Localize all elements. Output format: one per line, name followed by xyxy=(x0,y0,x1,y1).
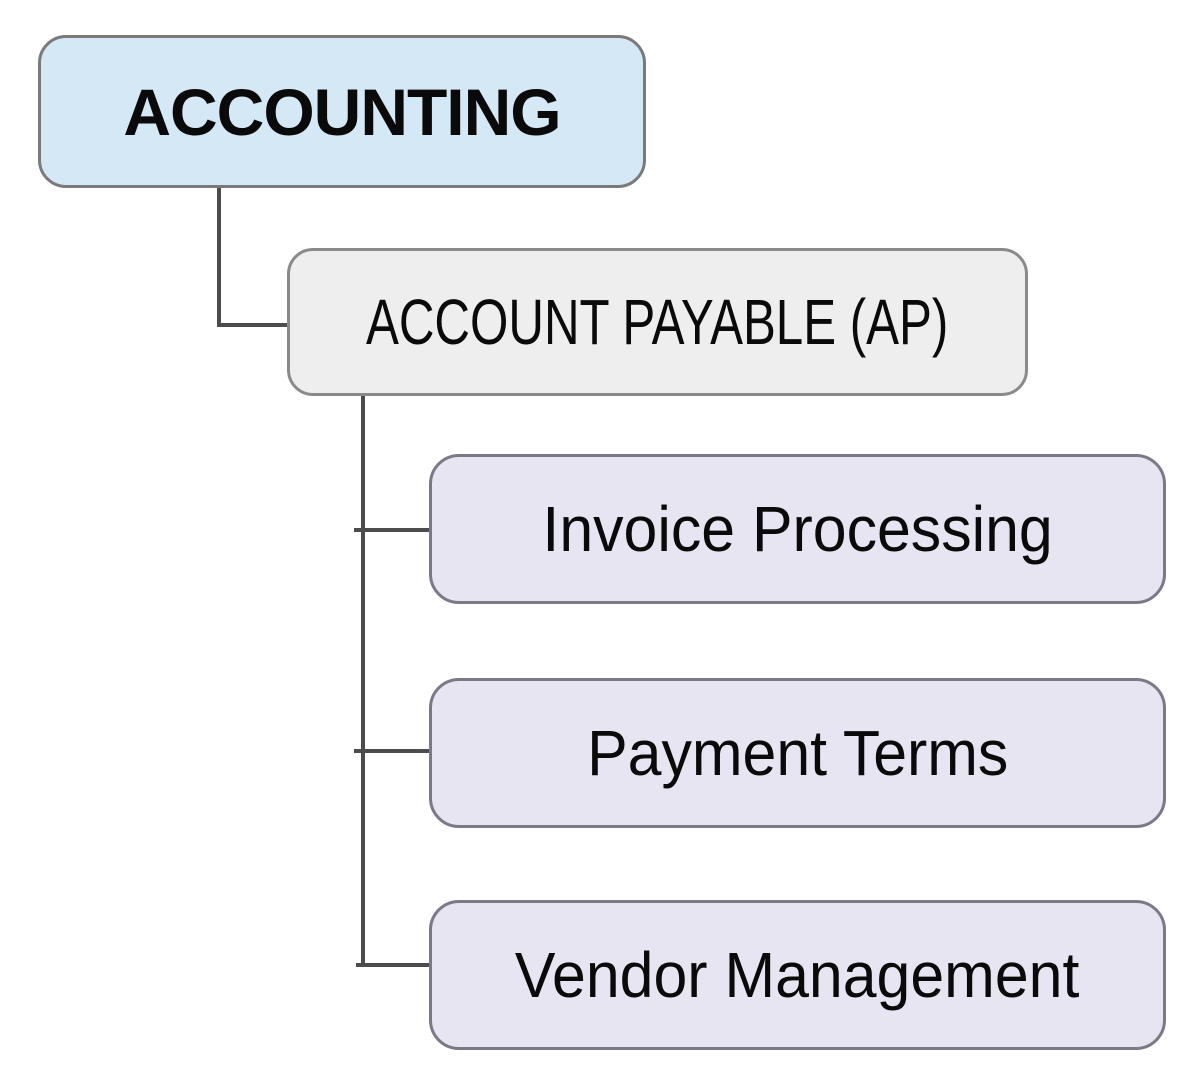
node-payment-terms-label: Payment Terms xyxy=(586,717,1009,789)
node-account-payable-label: ACCOUNT PAYABLE (AP) xyxy=(366,286,949,358)
connector-accounting-to-ap-vertical xyxy=(217,188,221,327)
node-account-payable: ACCOUNT PAYABLE (AP) xyxy=(287,248,1028,396)
connector-branch-vendor xyxy=(356,963,431,967)
connector-accounting-to-ap-horizontal xyxy=(217,323,289,327)
node-accounting: ACCOUNTING xyxy=(38,35,646,188)
node-vendor-management: Vendor Management xyxy=(429,900,1166,1050)
node-vendor-management-label: Vendor Management xyxy=(515,939,1080,1011)
connector-branch-invoice xyxy=(354,528,431,532)
node-invoice-processing-label: Invoice Processing xyxy=(542,493,1053,565)
connector-branch-payment xyxy=(354,749,431,753)
node-accounting-label: ACCOUNTING xyxy=(123,74,561,149)
node-payment-terms: Payment Terms xyxy=(429,678,1166,828)
node-invoice-processing: Invoice Processing xyxy=(429,454,1166,604)
connector-ap-trunk-vertical xyxy=(361,396,365,967)
